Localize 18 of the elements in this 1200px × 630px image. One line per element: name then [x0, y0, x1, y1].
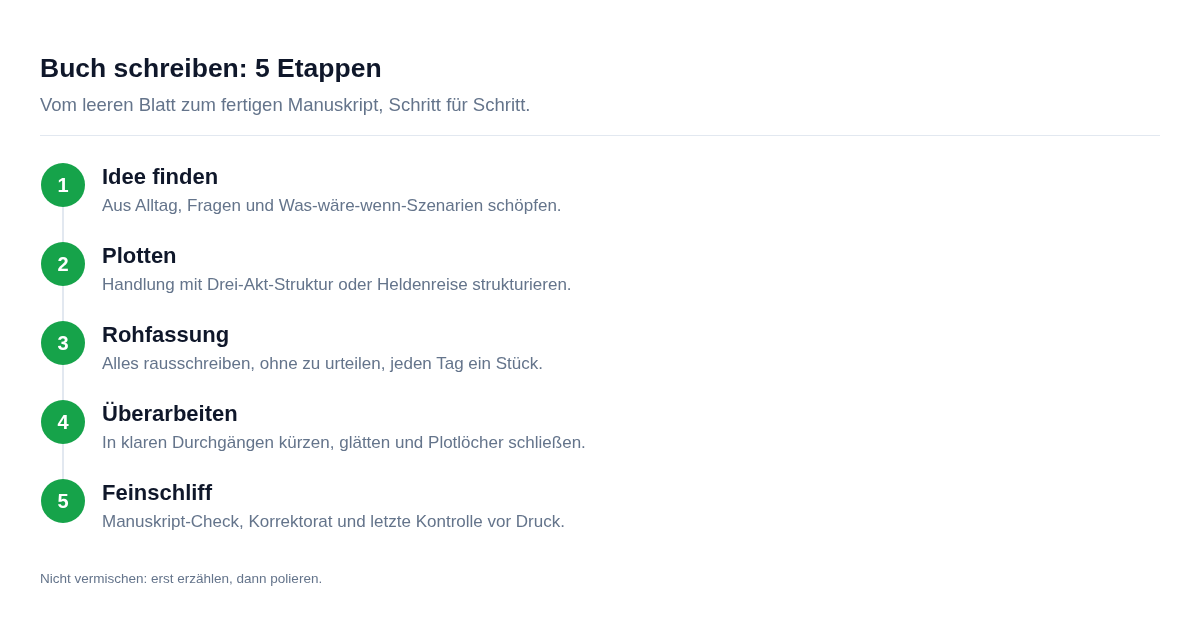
step-heading: Idee finden [102, 164, 220, 190]
title: Buch schreiben: 5 Etappen [40, 52, 382, 85]
step-heading: Feinschliff [102, 480, 213, 506]
step-description: In klaren Durchgängen kürzen, glätten und Plotlöcher schließen. [102, 432, 586, 453]
step-number-circle: 4 [41, 400, 85, 444]
step-heading: Plotten [102, 243, 178, 269]
step-description: Manuskript-Check, Korrektorat und letzte Kontrolle vor Druck. [102, 511, 565, 532]
step-description: Aus Alltag, Fragen und Was-wäre-wenn-Szenarien schöpfen. [102, 195, 562, 216]
subtitle: Vom leeren Blatt zum fertigen Manuskript, Schritt für Schritt. [40, 93, 531, 116]
step-heading: Rohfassung [102, 322, 231, 348]
step-number-circle: 2 [41, 242, 85, 286]
step-number-circle: 1 [41, 163, 85, 207]
footnote: Nicht vermischen: erst erzählen, dann polieren. [40, 570, 323, 587]
step-description: Alles rausschreiben, ohne zu urteilen, jeden Tag ein Stück. [102, 353, 543, 374]
step-description: Handlung mit Drei-Akt-Struktur oder Heldenreise strukturieren. [102, 274, 572, 295]
step-number-circle: 5 [41, 479, 85, 523]
step-heading: Überarbeiten [102, 401, 239, 427]
step-number-circle: 3 [41, 321, 85, 365]
